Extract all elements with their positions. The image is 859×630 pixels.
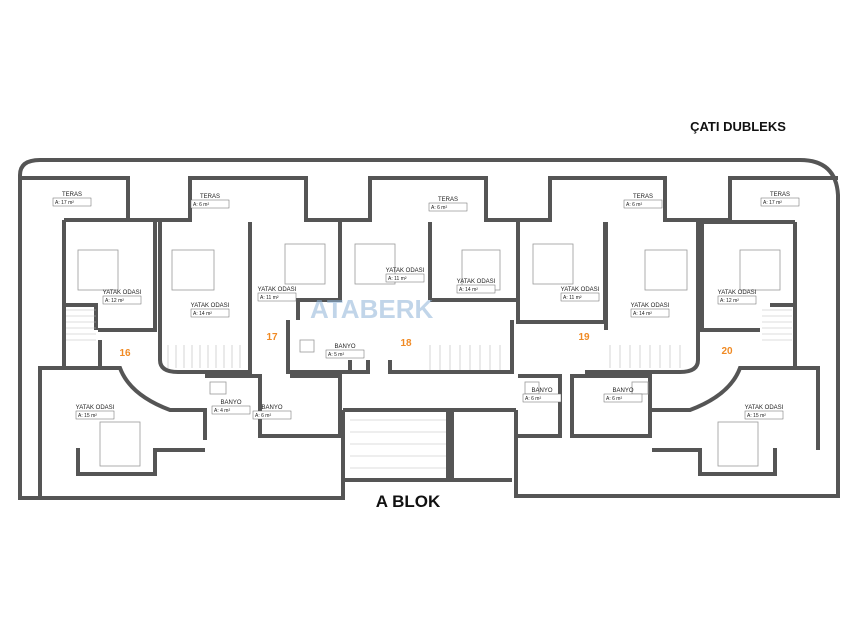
room-area: A: 11 m² <box>260 295 279 301</box>
area-box <box>75 410 115 420</box>
room-name: YATAK ODASI <box>258 287 297 293</box>
watermark-text: ATABERK <box>310 294 433 324</box>
room-name: YATAK ODASI <box>561 287 600 293</box>
room-label-banyo-1: BANYO A: 5 m² <box>325 344 365 359</box>
room-area: A: 17 m² <box>55 200 74 206</box>
room-area: A: 17 m² <box>763 200 782 206</box>
room-area: A: 15 m² <box>747 413 766 419</box>
area-box <box>385 273 425 283</box>
room-name: YATAK ODASI <box>76 405 115 411</box>
room-name: YATAK ODASI <box>631 303 670 309</box>
room-label-yatak-4: YATAK ODASI A: 11 m² <box>385 268 425 283</box>
room-area: A: 6 m² <box>626 202 642 208</box>
room-area: A: 14 m² <box>193 311 212 317</box>
area-box <box>560 292 600 302</box>
area-box <box>102 295 142 305</box>
unit-number-19: 19 <box>578 332 590 343</box>
room-name: BANYO <box>531 388 552 394</box>
room-label-teras-3: TERAS A: 6 m² <box>428 197 468 212</box>
area-box <box>190 308 230 318</box>
room-label-banyo-3: BANYO A: 6 m² <box>252 405 292 420</box>
unit-number-20: 20 <box>721 346 733 357</box>
stairs <box>66 309 792 469</box>
room-label-yatak-5: YATAK ODASI A: 14 m² <box>456 279 496 294</box>
room-area: A: 14 m² <box>633 311 652 317</box>
room-name: BANYO <box>220 400 241 406</box>
room-name: YATAK ODASI <box>386 268 425 274</box>
area-box <box>257 292 297 302</box>
room-label-banyo-2: BANYO A: 4 m² <box>211 400 251 415</box>
area-box <box>52 197 92 207</box>
room-label-yatak-6: YATAK ODASI A: 11 m² <box>560 287 600 302</box>
unit-number-16: 16 <box>119 348 131 359</box>
interior-walls <box>38 218 820 482</box>
room-name: YATAK ODASI <box>457 279 496 285</box>
area-box <box>428 202 468 212</box>
room-name: YATAK ODASI <box>718 290 757 296</box>
room-area: A: 11 m² <box>388 276 407 282</box>
room-area: A: 15 m² <box>78 413 97 419</box>
room-name: BANYO <box>334 344 355 350</box>
area-box <box>760 197 800 207</box>
room-name: TERAS <box>200 194 220 200</box>
room-label-yatak-7: YATAK ODASI A: 14 m² <box>630 303 670 318</box>
room-area: A: 12 m² <box>720 298 739 304</box>
area-box <box>630 308 670 318</box>
area-box <box>325 349 365 359</box>
area-box <box>744 410 784 420</box>
room-label-yatak-10: YATAK ODASI A: 15 m² <box>744 405 784 420</box>
room-label-banyo-4: BANYO A: 6 m² <box>522 388 562 403</box>
room-label-yatak-1: YATAK ODASI A: 12 m² <box>102 290 142 305</box>
room-area: A: 6 m² <box>606 396 622 402</box>
room-label-banyo-5: BANYO A: 6 m² <box>603 388 643 403</box>
area-box <box>623 199 663 209</box>
room-label-yatak-3: YATAK ODASI A: 11 m² <box>257 287 297 302</box>
unit-number-17: 17 <box>266 332 278 343</box>
furniture <box>77 243 781 467</box>
building-outline <box>18 158 840 500</box>
room-name: YATAK ODASI <box>745 405 784 411</box>
room-name: TERAS <box>633 194 653 200</box>
room-label-yatak-8: YATAK ODASI A: 12 m² <box>717 290 757 305</box>
room-area: A: 11 m² <box>563 295 582 301</box>
room-area: A: 6 m² <box>255 413 271 419</box>
area-box <box>603 393 643 403</box>
area-box <box>522 393 562 403</box>
room-area: A: 12 m² <box>105 298 124 304</box>
room-area: A: 14 m² <box>459 287 478 293</box>
block-label: A BLOK <box>376 492 441 511</box>
room-label-teras-2: TERAS A: 6 m² <box>190 194 230 209</box>
room-label-teras-5: TERAS A: 17 m² <box>760 192 800 207</box>
area-box <box>456 284 496 294</box>
room-label-yatak-9: YATAK ODASI A: 15 m² <box>75 405 115 420</box>
room-name: TERAS <box>438 197 458 203</box>
room-label-teras-4: TERAS A: 6 m² <box>623 194 663 209</box>
room-area: A: 6 m² <box>431 205 447 211</box>
area-box <box>252 410 292 420</box>
unit-number-18: 18 <box>400 338 412 349</box>
area-box <box>211 405 251 415</box>
room-name: TERAS <box>770 192 790 198</box>
room-name: BANYO <box>612 388 633 394</box>
room-name: YATAK ODASI <box>103 290 142 296</box>
room-area: A: 6 m² <box>525 396 541 402</box>
room-name: TERAS <box>62 192 82 198</box>
room-area: A: 6 m² <box>193 202 209 208</box>
plan-title: ÇATI DUBLEKS <box>690 119 786 134</box>
room-area: A: 4 m² <box>214 408 230 414</box>
room-area: A: 5 m² <box>328 352 344 358</box>
room-name: BANYO <box>261 405 282 411</box>
room-label-yatak-2: YATAK ODASI A: 14 m² <box>190 303 230 318</box>
room-label-teras-1: TERAS A: 17 m² <box>52 192 92 207</box>
area-box <box>190 199 230 209</box>
room-name: YATAK ODASI <box>191 303 230 309</box>
area-box <box>717 295 757 305</box>
